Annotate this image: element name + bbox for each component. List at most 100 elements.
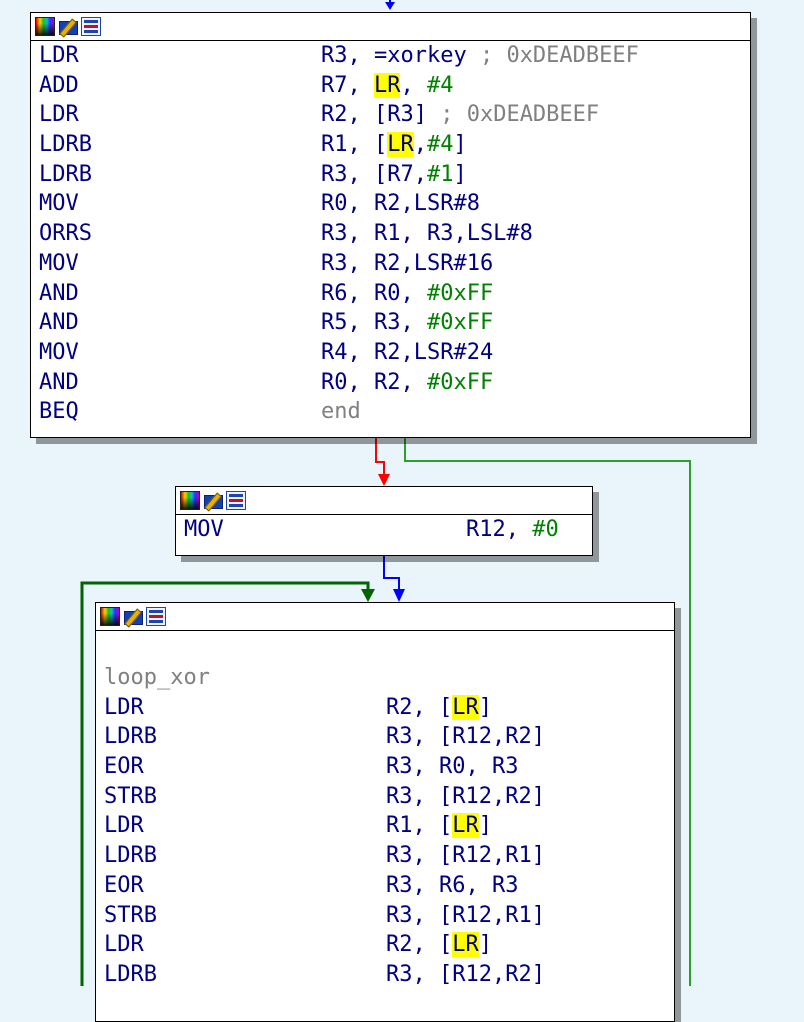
mnemonic: MOV xyxy=(184,517,224,542)
immediate-value: #0 xyxy=(532,517,559,542)
register-operand: R2, [R3] xyxy=(321,102,441,128)
register-operand: , xyxy=(400,72,427,98)
immediate-value: #4 xyxy=(426,132,454,158)
block-header xyxy=(176,487,592,515)
graph-overview-icon[interactable] xyxy=(226,491,246,510)
branch-target-ref[interactable]: end xyxy=(321,399,361,425)
immediate-value: #1 xyxy=(426,161,454,187)
instruction-line[interactable]: LDRB R3, [R12,R2] xyxy=(100,960,674,990)
operands: R3, R6, R3 xyxy=(386,871,518,901)
operands: R3, [R12,R2] xyxy=(386,960,545,990)
instruction-line[interactable]: ORRS R3, R1, R3,LSL#8 xyxy=(35,219,750,249)
register-operand: R1, [ xyxy=(321,132,388,158)
operands: R2, [LR] xyxy=(386,930,492,960)
instruction-line[interactable]: MOV R3, R2,LSR#16 xyxy=(35,249,750,279)
comment: ; 0xDEADBEEF xyxy=(440,102,600,128)
operands: R1, [LR,#4] xyxy=(321,130,467,160)
rename-pencil-icon[interactable] xyxy=(203,491,223,510)
register-operand: ] xyxy=(453,132,467,158)
color-palette-icon[interactable] xyxy=(100,607,120,626)
highlighted-register[interactable]: LR xyxy=(373,72,401,98)
register-operand: R3, R0, R3 xyxy=(386,754,519,780)
operands: R3, R1, R3,LSL#8 xyxy=(321,219,533,249)
register-operand: R2, [ xyxy=(386,694,453,720)
color-palette-icon[interactable] xyxy=(180,491,200,510)
mnemonic: LDR xyxy=(39,102,79,128)
edge-false-branch xyxy=(375,438,385,478)
operands: R3, R2,LSR#16 xyxy=(321,249,493,279)
mnemonic: STRB xyxy=(104,783,157,809)
operands: R2, [LR] xyxy=(386,693,492,723)
mnemonic: LDRB xyxy=(39,161,92,187)
edge-unconditional-arrow xyxy=(393,589,405,602)
operands: R0, R2, #0xFF xyxy=(321,368,493,398)
immediate-value: #4 xyxy=(426,72,454,98)
register-operand: ] xyxy=(478,932,492,958)
rename-pencil-icon[interactable] xyxy=(58,17,78,36)
register-operand: R3, R1, R3,LSL#8 xyxy=(321,221,533,247)
operands: R1, [LR] xyxy=(386,811,492,841)
register-operand: R3, R6, R3 xyxy=(386,872,519,898)
register-operand: R4, R2,LSR#24 xyxy=(321,339,494,365)
block-header xyxy=(96,603,674,631)
register-operand: R6, R0, xyxy=(321,280,427,306)
instruction-line[interactable]: STRB R3, [R12,R1] xyxy=(100,901,674,931)
edge-false-arrow xyxy=(378,474,390,486)
mnemonic: LDRB xyxy=(104,961,157,987)
instruction-line[interactable]: LDRB R3, [R12,R1] xyxy=(100,841,674,871)
operands: R3, [R12,R1] xyxy=(386,901,545,931)
register-operand: R3, [R12,R2] xyxy=(386,961,545,987)
immediate-value: #0xFF xyxy=(426,310,494,336)
label-text[interactable]: loop_xor xyxy=(104,665,210,690)
highlighted-register[interactable]: LR xyxy=(452,694,479,720)
mnemonic: BEQ xyxy=(39,399,79,425)
mnemonic: MOV xyxy=(39,250,79,276)
highlighted-register[interactable]: LR xyxy=(452,813,479,839)
mnemonic: LDRB xyxy=(104,843,157,869)
block-label[interactable]: loop_xor xyxy=(100,663,674,693)
immediate-value: #0xFF xyxy=(426,369,494,395)
mnemonic: AND xyxy=(39,310,79,336)
rename-pencil-icon[interactable] xyxy=(123,607,143,626)
register-operand: R3, [R12,R1] xyxy=(386,843,545,869)
operands: R2, [R3] ; 0xDEADBEEF xyxy=(321,100,599,130)
instruction-line[interactable]: LDR R2, [R3] ; 0xDEADBEEF xyxy=(35,100,750,130)
instruction-line[interactable]: BEQ end xyxy=(35,397,750,427)
mnemonic: ORRS xyxy=(39,221,92,247)
color-palette-icon[interactable] xyxy=(35,17,55,36)
operands: R7, LR, #4 xyxy=(321,71,453,101)
mnemonic: STRB xyxy=(104,902,157,928)
edge-incoming-arrow xyxy=(385,2,395,10)
register-operand: R0, R2,LSR#8 xyxy=(321,191,480,217)
highlighted-register[interactable]: LR xyxy=(387,132,414,158)
graph-overview-icon[interactable] xyxy=(81,17,101,36)
immediate-value: #0xFF xyxy=(426,280,494,306)
graph-edges xyxy=(80,0,691,986)
edge-unconditional xyxy=(383,556,400,594)
graph-overview-icon[interactable] xyxy=(146,607,166,626)
highlighted-register[interactable]: LR xyxy=(452,932,479,958)
